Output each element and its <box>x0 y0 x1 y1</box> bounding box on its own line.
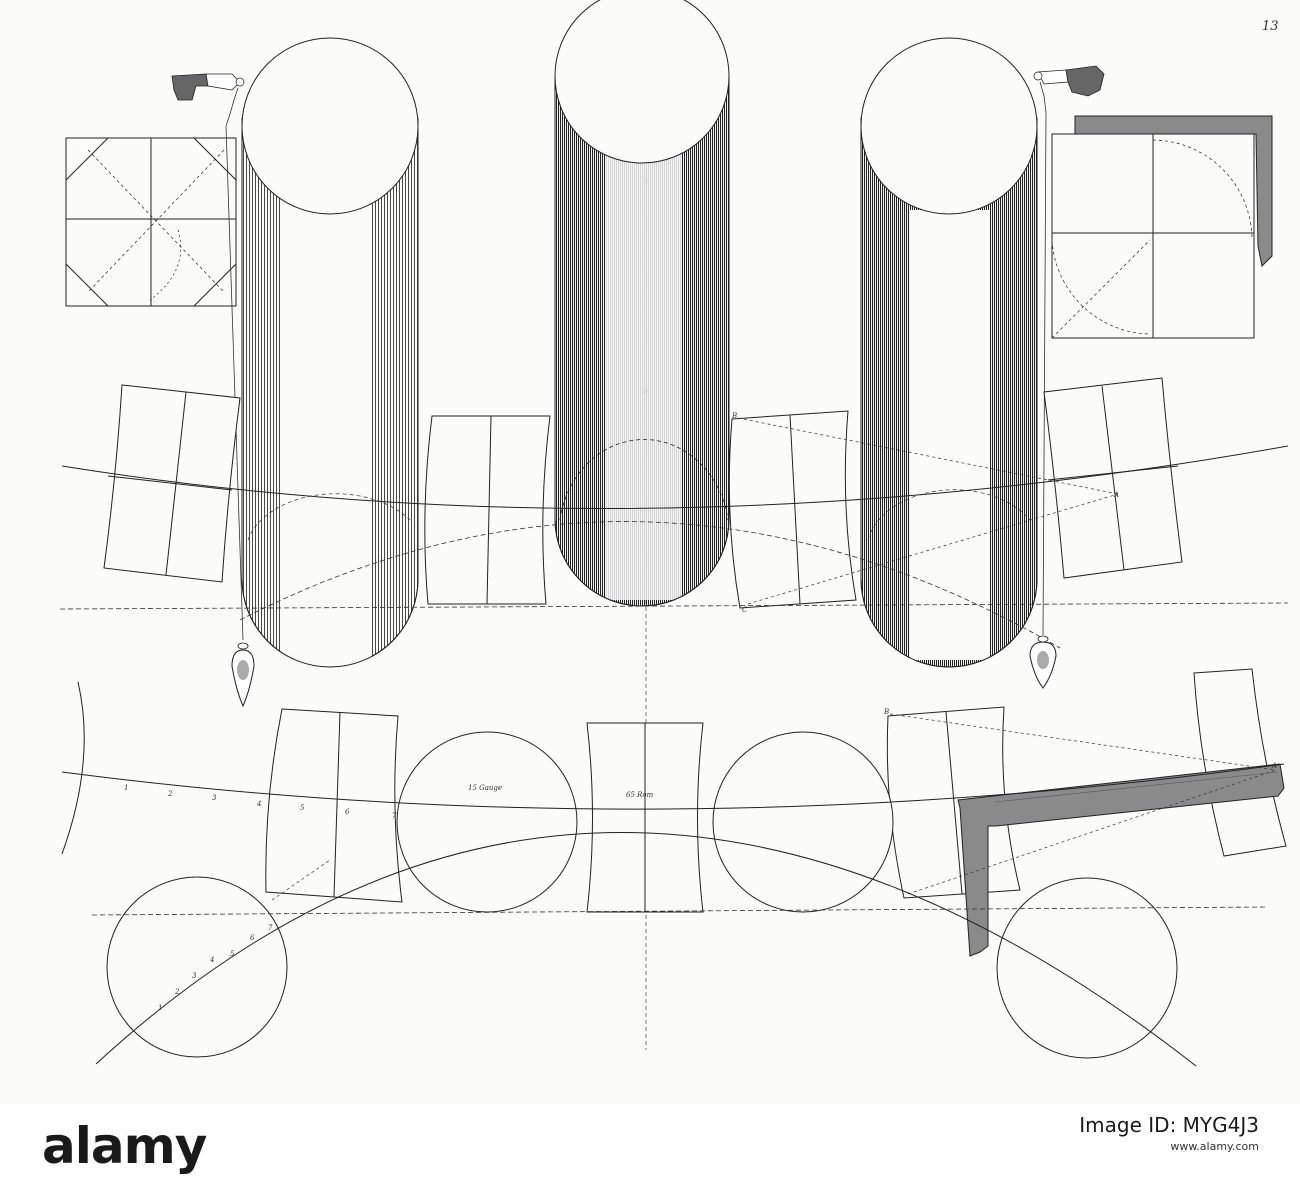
svg-text:4: 4 <box>256 800 261 808</box>
right-figure-icon <box>1033 65 1105 97</box>
svg-text:7: 7 <box>392 812 397 820</box>
page-number: 13 <box>1262 19 1279 34</box>
svg-text:2: 2 <box>167 790 173 798</box>
top-barrels <box>103 377 1183 609</box>
right-square-diagram <box>1051 133 1255 339</box>
left-plumb-bob-icon <box>231 642 255 708</box>
svg-text:5: 5 <box>230 950 235 958</box>
letter-c-upper: C <box>742 606 748 614</box>
svg-text:4: 4 <box>209 956 214 964</box>
left-figure-icon <box>171 73 245 101</box>
letter-a-lower: A <box>1271 762 1277 770</box>
left-edge-arc <box>61 681 85 855</box>
svg-text:1: 1 <box>124 784 128 792</box>
lower-construction-lines <box>271 713 1277 901</box>
top-solid-arc <box>61 445 1289 509</box>
svg-text:2: 2 <box>174 988 180 996</box>
right-tall-cylinder <box>860 37 1038 668</box>
svg-text:3: 3 <box>212 794 217 802</box>
right-cylinder-label: 65 Rom <box>626 791 654 799</box>
right-cyl-circle-hint <box>867 489 1031 541</box>
svg-text:1: 1 <box>158 1004 162 1012</box>
bottom-horizon-dashed <box>91 906 1267 916</box>
left-rope <box>225 87 244 641</box>
left-square-diagram <box>65 137 237 307</box>
svg-text:6: 6 <box>345 808 350 816</box>
right-plumb-bob-icon <box>1029 635 1057 689</box>
bottom-barrels <box>265 668 1287 913</box>
svg-text:5: 5 <box>300 804 305 812</box>
letter-a-upper: A <box>1113 491 1119 499</box>
image-id-label: Image ID: MYG4J3 <box>1079 1113 1259 1137</box>
site-url[interactable]: www.alamy.com <box>1170 1140 1259 1153</box>
right-l-bar <box>1074 115 1273 268</box>
letter-b-lower: B <box>883 708 889 716</box>
left-tall-cylinder <box>241 37 419 670</box>
svg-text:7: 7 <box>268 924 273 932</box>
left-cylinder-label: 15 Gauge <box>468 784 502 792</box>
alamy-logo[interactable]: alamy <box>42 1117 207 1175</box>
center-tall-cylinder <box>554 0 730 607</box>
top-horizon-dashed <box>59 602 1289 610</box>
upper-construction-lines <box>737 417 1119 605</box>
letter-b-upper: B <box>731 412 737 420</box>
left-cyl-circle-hint <box>247 493 411 541</box>
engraved-plate: 13 <box>59 0 1289 1067</box>
svg-text:3: 3 <box>192 972 197 980</box>
bottom-l-bar <box>957 763 1285 957</box>
footer-bar <box>0 1104 1300 1191</box>
top-dashed-arc <box>239 521 1061 649</box>
bottom-circles <box>106 731 1178 1059</box>
bottom-long-curve <box>95 832 1197 1067</box>
right-rope <box>1039 81 1047 636</box>
arc-scale-marks: 1 2 3 4 5 6 7 <box>124 784 397 820</box>
circle-scale-marks: 1 2 3 4 5 6 7 <box>158 924 273 1012</box>
bottom-solid-arc <box>61 763 1285 810</box>
svg-text:6: 6 <box>250 934 255 942</box>
